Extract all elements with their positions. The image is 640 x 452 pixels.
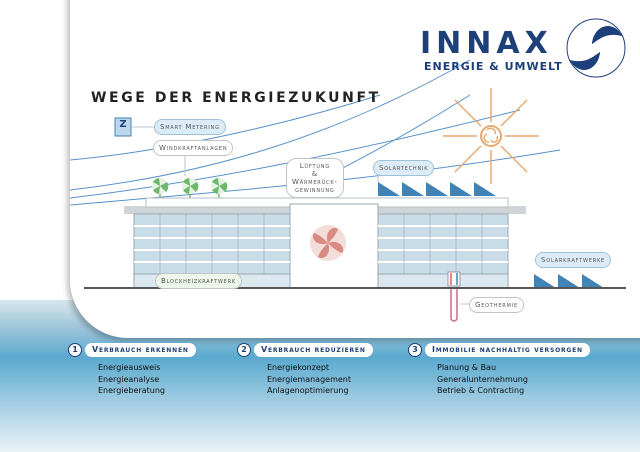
list-item: Anlagenoptimierung bbox=[267, 386, 349, 395]
step-title: Verbrauch erkennen bbox=[85, 343, 196, 357]
brand-name: INNAX bbox=[420, 26, 553, 61]
ventilation-fan-icon bbox=[310, 225, 346, 261]
solar-power-plant bbox=[534, 274, 604, 288]
list-item: Generalunternehmung bbox=[437, 374, 528, 384]
step-1-list: Energieausweis Energieanalyse Energieber… bbox=[98, 362, 165, 397]
label-lueftung-line: gewinnung bbox=[295, 186, 335, 194]
step-title: Verbrauch reduzieren bbox=[254, 343, 373, 357]
step-3: 3 Immobilie nachhaltig versorgen bbox=[408, 343, 590, 357]
list-item: Energieberatung bbox=[98, 386, 165, 395]
wind-turbines bbox=[152, 178, 228, 202]
wind-turbine-icon bbox=[182, 178, 199, 202]
list-item: Planung & Bau bbox=[437, 363, 497, 372]
sky-line bbox=[69, 94, 381, 161]
label-lueftung-line: Wärmerück- bbox=[292, 178, 338, 186]
list-item: Energiemanagement bbox=[267, 374, 352, 384]
step-3-list: Planung & Bau Generalunternehmung Betrie… bbox=[437, 362, 528, 397]
label-lueftung-line: Lüftung bbox=[299, 162, 330, 170]
step-number: 2 bbox=[237, 343, 251, 357]
step-number: 3 bbox=[408, 343, 422, 357]
step-title: Immobilie nachhaltig versorgen bbox=[425, 343, 590, 357]
label-solartechnik: Solartechnik bbox=[373, 160, 435, 176]
label-blockheizkraftwerk: Blockheizkraftwerk bbox=[155, 273, 243, 289]
page-title: WEGE DER ENERGIEZUKUNFT bbox=[91, 90, 381, 106]
label-windkraftanlagen: Windkraftanlagen bbox=[153, 140, 234, 156]
roof-solar-panels bbox=[378, 182, 496, 196]
step-2: 2 Verbrauch reduzieren bbox=[237, 343, 373, 357]
list-item: Betrieb & Contracting bbox=[437, 386, 525, 395]
innax-logo-icon bbox=[566, 18, 626, 78]
step-number: 1 bbox=[68, 343, 82, 357]
office-building bbox=[124, 197, 526, 289]
label-geothermie: Geothermie bbox=[469, 297, 524, 313]
sun-icon bbox=[443, 88, 539, 184]
label-smart-metering: Smart Metering bbox=[154, 119, 226, 135]
label-lueftung: Lüftung & Wärmerück- gewinnung bbox=[286, 158, 344, 198]
geothermal-probe-icon bbox=[447, 271, 461, 322]
list-item: Energieausweis bbox=[98, 363, 161, 372]
brand-tagline: ENERGIE & UMWELT bbox=[424, 60, 563, 73]
step-1: 1 Verbrauch erkennen bbox=[68, 343, 196, 357]
smart-meter-glyph: Z bbox=[119, 119, 127, 130]
step-2-list: Energiekonzept Energiemanagement Anlagen… bbox=[267, 362, 351, 397]
label-solarkraftwerke: Solarkraftwerke bbox=[535, 252, 612, 268]
label-lueftung-line: & bbox=[311, 170, 318, 178]
list-item: Energieanalyse bbox=[98, 374, 160, 384]
sky-line bbox=[69, 59, 471, 191]
list-item: Energiekonzept bbox=[267, 363, 330, 372]
